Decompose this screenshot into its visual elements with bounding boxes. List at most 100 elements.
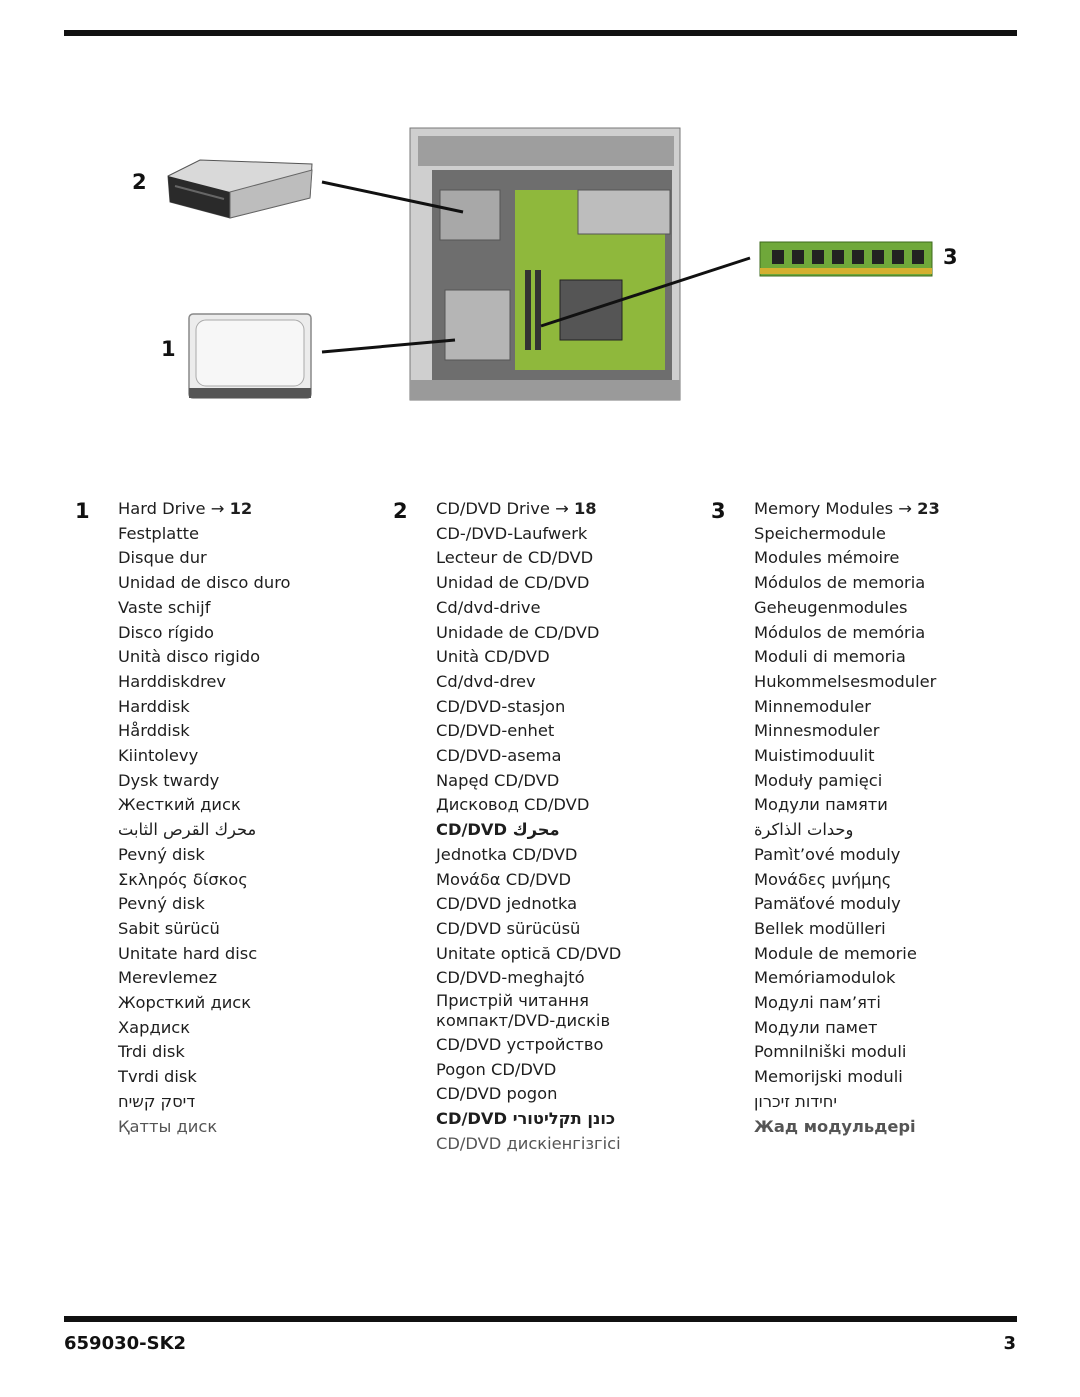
list-item: Cd/dvd-drive <box>436 597 541 617</box>
list-item: יחידות זיכרון <box>754 1091 838 1111</box>
list-item: Module de memorie <box>754 943 917 963</box>
list-item: כונן תקליטורי CD/DVD <box>436 1109 616 1129</box>
list-item: محرك القرص الثابت <box>118 820 257 840</box>
list-item: Pevný disk <box>118 844 205 864</box>
list-item: Pevný disk <box>118 894 205 914</box>
list-item: CD/DVD устройство <box>436 1035 604 1055</box>
list-item: Hukommelsesmoduler <box>754 671 937 691</box>
callout-2: 2 <box>132 170 147 194</box>
list-item: Жорсткий диск <box>118 993 252 1013</box>
list-item: Memorijski moduli <box>754 1067 903 1087</box>
translation-list: CD/DVD Drive → 18 CD-/DVD-Laufwerk Lecte… <box>436 497 696 1157</box>
list-item: Cd/dvd-drev <box>436 671 536 691</box>
arrow-icon: → <box>210 499 225 518</box>
list-item: Merevlemez <box>118 968 218 988</box>
list-item: Unitate optică CD/DVD <box>436 943 622 963</box>
list-item: Қатты диск <box>118 1116 218 1136</box>
translation-list: Memory Modules → 23 Speichermodule Modul… <box>754 497 1014 1139</box>
list-item: Модулі пам’яті <box>754 993 881 1013</box>
component-title: Memory Modules → 23 <box>754 497 1014 522</box>
list-item: Geheugenmodules <box>754 597 908 617</box>
page-reference: 23 <box>917 499 940 518</box>
hard-drive-image <box>188 313 312 399</box>
list-item: Pomnilniški moduli <box>754 1042 907 1062</box>
title-text: Memory Modules <box>754 499 894 518</box>
list-item: Bellek modülleri <box>754 918 886 938</box>
list-item: Napęd CD/DVD <box>436 770 560 790</box>
title-text: CD/DVD Drive <box>436 499 550 518</box>
list-item: Modules mémoire <box>754 548 900 568</box>
list-item: Μονάδες μνήμης <box>754 869 892 889</box>
leader-line-1 <box>321 338 456 354</box>
list-item: CD/DVD-stasjon <box>436 696 566 716</box>
list-item: Jednotka CD/DVD <box>436 844 578 864</box>
bottom-rule <box>64 1316 1017 1322</box>
list-item: Unidad de disco duro <box>118 573 291 593</box>
column-number: 1 <box>75 499 90 523</box>
callout-3: 3 <box>943 245 958 269</box>
list-item: Σκληρός δίσκος <box>118 869 248 889</box>
list-item: Moduli di memoria <box>754 647 906 667</box>
list-item: Memóriamodulok <box>754 968 896 988</box>
arrow-icon: → <box>555 499 569 518</box>
list-item: Unidade de CD/DVD <box>436 622 600 642</box>
list-item: CD/DVD pogon <box>436 1084 558 1104</box>
list-item: Disque dur <box>118 548 207 568</box>
page-reference: 12 <box>229 499 253 518</box>
page-reference: 18 <box>573 499 597 518</box>
list-item: Muistimoduulit <box>754 746 875 766</box>
arrow-icon: → <box>898 499 912 518</box>
translation-list: Hard Drive → 12 Festplatte Disque dur Un… <box>118 497 378 1139</box>
list-item: CD/DVD-enhet <box>436 721 555 741</box>
callout-1: 1 <box>161 337 176 361</box>
list-item: Lecteur de CD/DVD <box>436 548 594 568</box>
list-item: Módulos de memória <box>754 622 926 642</box>
list-item: Speichermodule <box>754 523 886 543</box>
list-item: Harddiskdrev <box>118 671 227 691</box>
list-item: Sabit sürücü <box>118 918 220 938</box>
list-item: Disco rígido <box>118 622 215 642</box>
list-item: Hårddisk <box>118 721 190 741</box>
list-item: Модули памет <box>754 1017 878 1037</box>
list-item: Unitate hard disc <box>118 943 258 963</box>
computer-chassis-image <box>409 127 681 401</box>
list-item: وحدات الذاكرة <box>754 820 854 840</box>
list-item: CD-/DVD-Laufwerk <box>436 523 588 543</box>
component-title: CD/DVD Drive → 18 <box>436 497 696 522</box>
list-item: محرك CD/DVD <box>436 820 560 840</box>
top-rule <box>64 30 1017 36</box>
list-item: Жад модульдері <box>754 1116 916 1136</box>
list-item: Kiintolevy <box>118 746 199 766</box>
column-number: 2 <box>393 499 408 523</box>
list-item: CD/DVD-meghajtó <box>436 968 585 988</box>
list-item: Pamìt’ové moduly <box>754 844 901 864</box>
list-item: Unità CD/DVD <box>436 647 550 667</box>
list-item: Хардиск <box>118 1017 191 1037</box>
memory-module-image <box>759 241 933 277</box>
list-item: CD/DVD jednotka <box>436 894 578 914</box>
list-item: Harddisk <box>118 696 190 716</box>
list-item: Moduły pamięci <box>754 770 883 790</box>
column-number: 3 <box>711 499 726 523</box>
list-item: Festplatte <box>118 523 199 543</box>
leader-line-3 <box>540 256 751 328</box>
list-item: CD/DVD sürücüsü <box>436 918 581 938</box>
list-item: Дисковод CD/DVD <box>436 795 590 815</box>
list-item: Minnemoduler <box>754 696 871 716</box>
list-item: Minnesmoduler <box>754 721 880 741</box>
list-item: Unidad de CD/DVD <box>436 573 590 593</box>
leader-line-2 <box>321 180 464 214</box>
list-item: Модули памяти <box>754 795 888 815</box>
list-item: Dysk twardy <box>118 770 220 790</box>
list-item: Pamäťové moduly <box>754 894 901 914</box>
list-item: Пристрій читання компакт/DVD-дисків <box>436 991 611 1031</box>
title-text: Hard Drive <box>118 499 206 518</box>
list-item: Жесткий диск <box>118 795 241 815</box>
list-item: Pogon CD/DVD <box>436 1059 557 1079</box>
document-id: 659030-SK2 <box>64 1333 187 1354</box>
component-illustration <box>167 127 933 401</box>
list-item: Μονάδα CD/DVD <box>436 869 572 889</box>
list-item: CD/DVD дискіенгізгісі <box>436 1133 621 1153</box>
component-title: Hard Drive → 12 <box>118 497 378 522</box>
list-item: CD/DVD-asema <box>436 746 562 766</box>
